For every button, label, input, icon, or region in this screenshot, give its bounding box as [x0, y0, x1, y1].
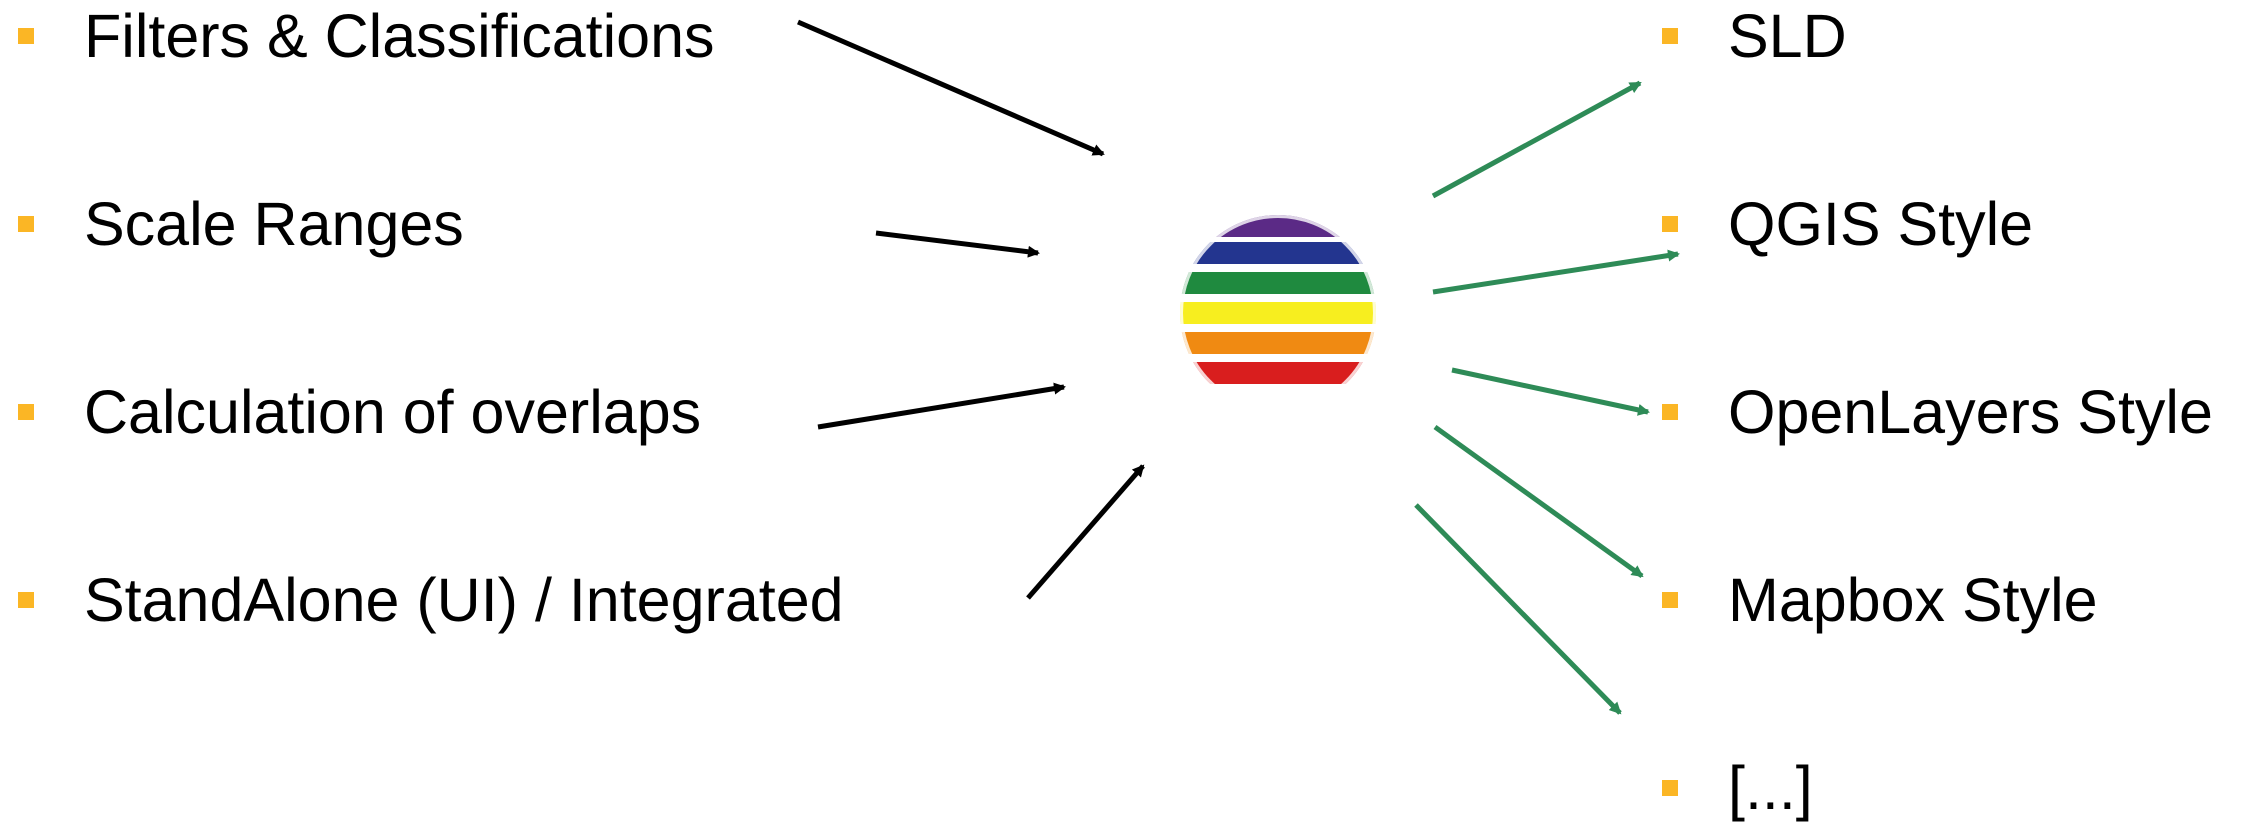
bullet-square: [1662, 216, 1678, 232]
output-label: OpenLayers Style: [1728, 377, 2213, 446]
bullet-square: [1662, 28, 1678, 44]
input-label: Filters & Classifications: [84, 1, 715, 70]
input-label: Scale Ranges: [84, 189, 464, 258]
bullet-square: [1662, 592, 1678, 608]
output-label: QGIS Style: [1728, 189, 2034, 258]
output-arrow-2: [1432, 249, 1680, 295]
output-arrow-5: [1414, 503, 1622, 715]
output-arrow-4: [1433, 424, 1644, 579]
input-label: StandAlone (UI) / Integrated: [84, 565, 844, 634]
input-arrow-1: [797, 19, 1105, 157]
output-label: SLD: [1728, 1, 1847, 70]
output-item-qgis: QGIS Style: [1662, 184, 2033, 264]
input-arrow-4: [1026, 464, 1145, 600]
bullet-square: [1662, 780, 1678, 796]
input-item-filters: Filters & Classifications: [18, 0, 715, 76]
input-label: Calculation of overlaps: [84, 377, 702, 446]
rainbow-stripe-logo-icon: [1180, 215, 1376, 411]
input-arrow-3: [817, 382, 1066, 430]
bullet-square: [18, 28, 34, 44]
output-arrow-3: [1451, 367, 1650, 416]
output-arrow-1: [1431, 80, 1642, 199]
input-item-overlaps: Calculation of overlaps: [18, 372, 701, 452]
bullet-square: [1662, 404, 1678, 420]
bullet-square: [18, 404, 34, 420]
bullet-square: [18, 592, 34, 608]
input-arrow-2: [875, 230, 1040, 258]
output-item-mapbox: Mapbox Style: [1662, 560, 2098, 640]
output-label: [...]: [1728, 753, 1813, 822]
output-item-openlayers: OpenLayers Style: [1662, 372, 2213, 452]
input-item-scale-ranges: Scale Ranges: [18, 184, 464, 264]
bullet-square: [18, 216, 34, 232]
output-item-more: [...]: [1662, 748, 1813, 828]
input-item-standalone: StandAlone (UI) / Integrated: [18, 560, 844, 640]
output-label: Mapbox Style: [1728, 565, 2098, 634]
output-item-sld: SLD: [1662, 0, 1847, 76]
